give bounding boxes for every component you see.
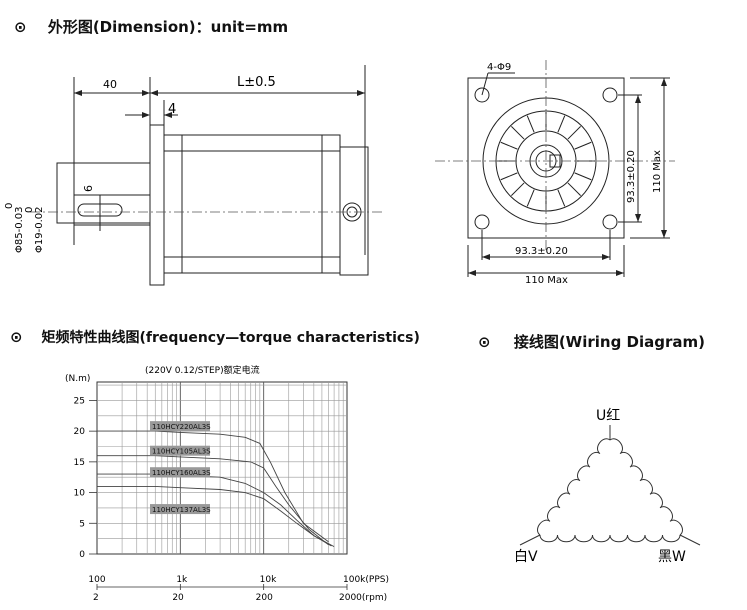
torque-chart: 110HCY220AL3S 110HCY105AL3S 110HCY160AL3S 1… (65, 364, 389, 603)
chart-title: (220V 0.12/STEP)额定电流 (145, 364, 260, 376)
x-rpm-tick-label: 200 (256, 593, 273, 603)
dim-110-h-label: 110 Max (525, 275, 568, 286)
bullet-icon: ⊙ (14, 18, 27, 36)
series-label: 110HCY137AL3S (152, 506, 211, 514)
bullet-icon: ⊙ (478, 333, 491, 351)
y-tick-label: 0 (79, 550, 85, 560)
holes-label: 4-Φ9 (487, 62, 511, 73)
wiring-header: ⊙ 接线图(Wiring Diagram) (478, 331, 705, 352)
x-rpm-tick-label: 2 (93, 593, 99, 603)
x-rpm-tick-label: 20 (172, 593, 184, 603)
dimension-header: ⊙ 外形图(Dimension)：unit=mm (14, 16, 288, 37)
wiring-v-label: 白V (514, 549, 538, 565)
series-label: 110HCY105AL3S (152, 448, 211, 456)
y-tick-label: 5 (79, 519, 85, 529)
wiring-w-label: 黑W (658, 549, 686, 565)
x-pps-tick-label: 100 (88, 575, 105, 585)
bullet-icon: ⊙ (10, 328, 23, 346)
y-tick-label: 25 (74, 396, 85, 406)
dim-110-v-label: 110 Max (652, 150, 663, 193)
dim-L-label: L±0.5 (237, 75, 276, 90)
torque-curve-110HCY105AL3S (97, 455, 329, 546)
series-label: 110HCY160AL3S (152, 469, 211, 477)
x-pps-tick-label: 1k (176, 575, 188, 585)
torque-title: 矩频特性曲线图 (41, 330, 140, 346)
wiring-title: 接线图 (513, 333, 559, 351)
dimension-title: 外形图 (47, 18, 93, 36)
series-label: 110HCY220AL3S (152, 423, 211, 431)
torque-curve-110HCY137AL3S (97, 485, 335, 547)
front-view-drawing: 4-Φ9 93.3±0.20 110 Max 93.3±0.20 110 Max (435, 60, 675, 286)
series-label-box (150, 504, 210, 515)
torque-subtitle: (frequency—torque characteristics) (139, 330, 420, 346)
dim-6-label: 6 (82, 185, 95, 192)
dimension-subtitle: (Dimension)：unit=mm (92, 18, 289, 36)
x-rpm-tick-label: 2000(rpm) (339, 593, 387, 603)
y-tick-label: 15 (74, 458, 85, 468)
torque-curve-110HCY220AL3S (97, 430, 329, 543)
torque-curve-110HCY160AL3S (97, 473, 332, 547)
wiring-subtitle: (Wiring Diagram) (558, 333, 706, 351)
chart-plot-area (96, 381, 348, 555)
wiring-u-label: U红 (596, 408, 620, 424)
series-label-box (150, 467, 210, 478)
series-label-box (150, 445, 210, 456)
dim-933-h-label: 93.3±0.20 (515, 246, 568, 257)
side-view-drawing: 40 L±0.5 4 6 0 Φ85-0.03 0 Φ19-0.02 (4, 65, 385, 286)
dim-4-label: 4 (168, 102, 176, 117)
x-pps-tick-label: 10k (260, 575, 277, 585)
dim-933-v-label: 93.3±0.20 (626, 150, 637, 203)
x-pps-tick-label: 100k(PPS) (343, 575, 389, 585)
wiring-diagram: U红 白V 黑W (514, 408, 701, 565)
chart-ylabel: (N.m) (65, 374, 90, 384)
dim-19-label: Φ19-0.02 (34, 207, 45, 253)
torque-header: ⊙ 矩频特性曲线图(frequency—torque characteristi… (10, 327, 420, 347)
dim-19-sup: 0 (24, 207, 35, 213)
y-tick-label: 10 (74, 489, 86, 499)
dim-85-sup: 0 (4, 203, 15, 209)
dim-85-label: Φ85-0.03 (14, 207, 25, 253)
series-label-box (150, 421, 210, 432)
dim-40-label: 40 (103, 78, 117, 91)
y-tick-label: 20 (74, 427, 86, 437)
